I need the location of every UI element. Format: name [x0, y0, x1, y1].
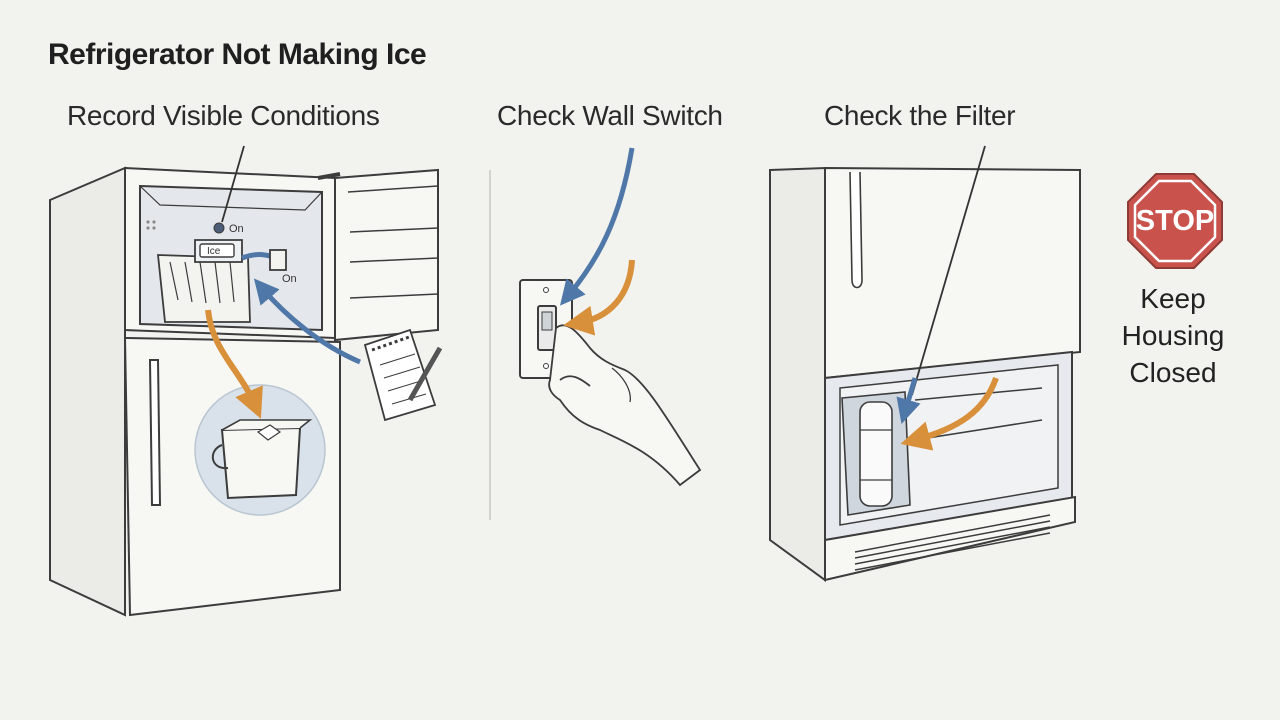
warning-line-3: Closed	[1129, 357, 1217, 388]
notepad-icon	[363, 328, 443, 422]
fridge-filter-illustration	[769, 166, 1081, 582]
indicator-on-label: On	[229, 223, 244, 235]
arrow-to-switch-blue	[559, 147, 635, 306]
hand-icon	[548, 324, 702, 487]
arrow-to-bin	[205, 309, 263, 419]
arrow-to-switch-orange	[563, 259, 635, 336]
leader-line	[221, 145, 245, 223]
step-label-wall-switch: Check Wall Switch	[497, 100, 723, 131]
warning-line-1: Keep	[1140, 283, 1206, 314]
stop-sign-text: STOP	[1136, 205, 1214, 237]
step-label-filter: Check the Filter	[824, 100, 1016, 131]
arrow-to-filter-orange	[900, 376, 999, 451]
page-title: Refrigerator Not Making Ice	[48, 38, 427, 71]
indicator-light-icon	[213, 222, 225, 234]
switch-on-label: On	[282, 273, 297, 285]
step-label-record: Record Visible Conditions	[67, 100, 380, 131]
arrow-to-filter-blue	[896, 377, 921, 424]
stop-sign-icon: STOP	[1127, 173, 1223, 269]
leader-line-filter	[911, 145, 986, 396]
ice-bin-callout	[194, 384, 326, 516]
ice-tag: Ice	[207, 246, 221, 257]
arrow-to-icemaker	[253, 278, 361, 365]
warning-line-2: Housing	[1121, 320, 1225, 351]
ice-maker	[156, 239, 287, 323]
warning-text: Keep Housing Closed	[1108, 280, 1238, 391]
